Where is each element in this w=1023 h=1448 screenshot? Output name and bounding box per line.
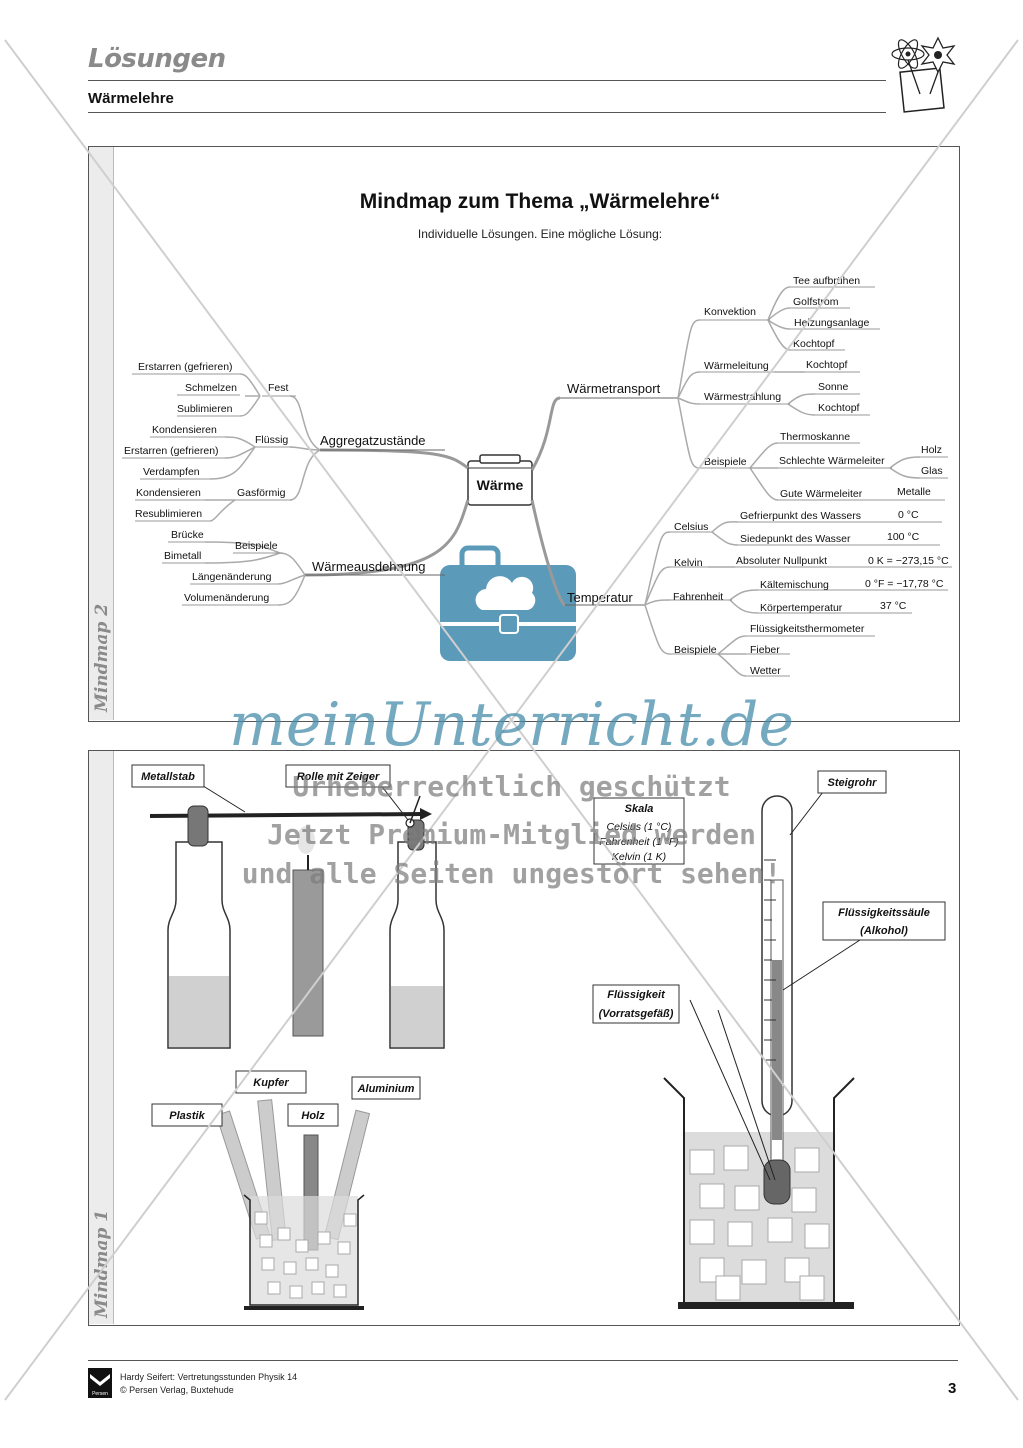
svg-text:Persen: Persen xyxy=(92,1391,108,1397)
label-saeule: Flüssigkeitssäule xyxy=(838,907,930,919)
label-skala: Skala xyxy=(625,803,654,815)
label-holz: Holz xyxy=(301,1110,325,1122)
label-alkohol: (Alkohol) xyxy=(860,925,908,937)
label-kupfer: Kupfer xyxy=(253,1077,289,1089)
thermometer-bulb xyxy=(763,1159,791,1205)
label-vorratsgefaess: (Vorratsgefäß) xyxy=(599,1008,674,1020)
heat-conduction-experiment xyxy=(215,1099,371,1310)
persen-logo-icon: Persen xyxy=(88,1368,112,1398)
footer-rule xyxy=(88,1360,958,1361)
label-plastik: Plastik xyxy=(169,1110,205,1122)
candle xyxy=(292,869,324,1037)
watermark-line-3: und alle Seiten ungestört sehen! xyxy=(241,857,782,890)
footer-copyright: © Persen Verlag, Buxtehude xyxy=(120,1385,234,1395)
watermark-line-1: Urheberrechtlich geschützt xyxy=(292,770,731,803)
footer-credit: Hardy Seifert: Vertretungsstunden Physik… xyxy=(120,1372,298,1382)
watermark-logo: meinUnterricht.de xyxy=(229,690,794,760)
label-fluessigkeit: Flüssigkeit xyxy=(607,989,666,1001)
watermark-line-2: Jetzt Premium-Mitglied werden xyxy=(267,818,756,851)
page-number: 3 xyxy=(948,1380,957,1397)
label-aluminium: Aluminium xyxy=(357,1083,415,1095)
